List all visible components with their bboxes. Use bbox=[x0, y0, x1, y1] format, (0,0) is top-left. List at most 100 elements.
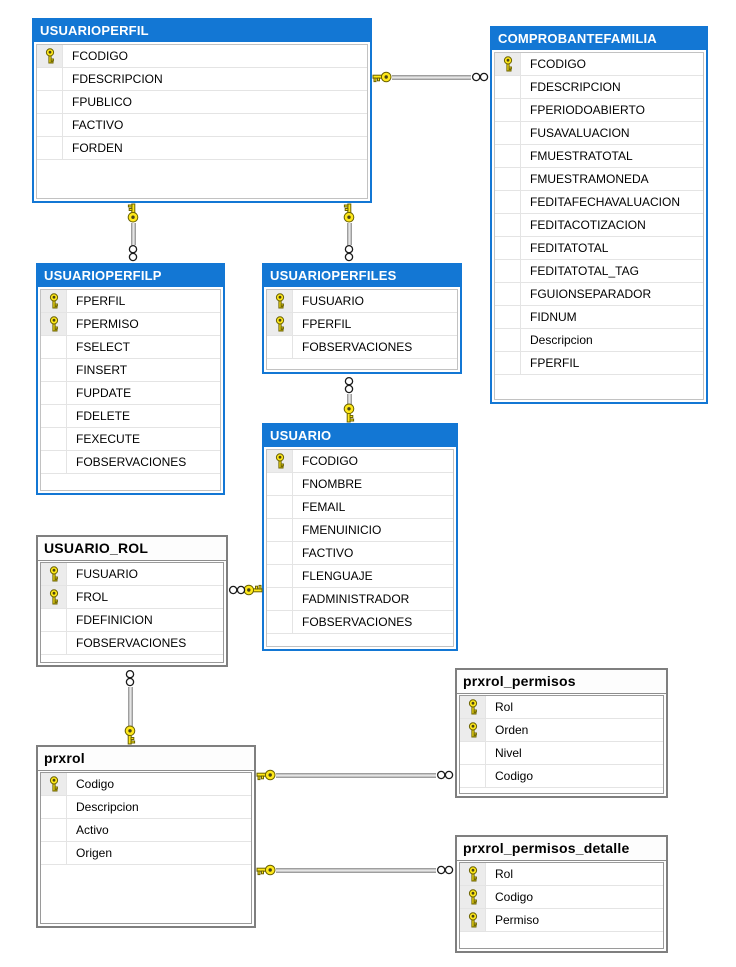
field-row[interactable]: FUSUARIO bbox=[41, 563, 223, 586]
table-title[interactable]: USUARIO bbox=[264, 425, 456, 447]
key-icon bbox=[267, 313, 293, 335]
key-icon bbox=[372, 70, 392, 84]
relationship-line[interactable] bbox=[276, 868, 436, 873]
field-row[interactable]: FMUESTRAMONEDA bbox=[495, 168, 703, 191]
field-row[interactable]: FLENGUAJE bbox=[267, 565, 453, 588]
field-name: Codigo bbox=[495, 890, 534, 904]
relationship-line[interactable] bbox=[131, 223, 136, 245]
field-row[interactable]: Codigo bbox=[41, 773, 251, 796]
field-name: FUSAVALUACION bbox=[530, 126, 630, 140]
field-row[interactable]: Descripcion bbox=[41, 796, 251, 819]
field-name: FUPDATE bbox=[76, 386, 132, 400]
field-row[interactable]: Nivel bbox=[460, 742, 663, 765]
field-row[interactable]: FCODIGO bbox=[267, 450, 453, 473]
field-row[interactable]: Codigo bbox=[460, 886, 663, 909]
field-name: FROL bbox=[76, 590, 109, 604]
infinity-icon bbox=[344, 244, 354, 263]
field-row[interactable]: Origen bbox=[41, 842, 251, 865]
field-row[interactable]: FPERFIL bbox=[41, 290, 220, 313]
field-row[interactable]: FPERIODOABIERTO bbox=[495, 99, 703, 122]
field-row[interactable]: FEDITATOTAL_TAG bbox=[495, 260, 703, 283]
table-title[interactable]: prxrol_permisos bbox=[457, 670, 666, 694]
key-cell-empty bbox=[41, 382, 67, 404]
key-icon bbox=[41, 563, 67, 585]
field-row[interactable]: FDELETE bbox=[41, 405, 220, 428]
field-row[interactable]: FUSAVALUACION bbox=[495, 122, 703, 145]
field-row[interactable]: FNOMBRE bbox=[267, 473, 453, 496]
field-row[interactable]: FOBSERVACIONES bbox=[41, 632, 223, 655]
field-name: Orden bbox=[495, 723, 529, 737]
table-title[interactable]: prxrol_permisos_detalle bbox=[457, 837, 666, 861]
table-title[interactable]: prxrol bbox=[38, 747, 254, 771]
table-title[interactable]: USUARIOPERFILES bbox=[264, 265, 460, 287]
field-row[interactable]: FEMAIL bbox=[267, 496, 453, 519]
field-name: FACTIVO bbox=[72, 118, 124, 132]
field-row[interactable]: FDESCRIPCION bbox=[495, 76, 703, 99]
field-row[interactable]: FORDEN bbox=[37, 137, 367, 160]
key-icon bbox=[460, 719, 486, 741]
field-row[interactable]: FADMINISTRADOR bbox=[267, 588, 453, 611]
field-row[interactable]: FOBSERVACIONES bbox=[41, 451, 220, 474]
key-icon bbox=[342, 203, 356, 223]
relationship-line[interactable] bbox=[276, 773, 436, 778]
field-row[interactable]: FDEFINICION bbox=[41, 609, 223, 632]
table-title[interactable]: USUARIOPERFIL bbox=[34, 20, 370, 42]
field-row[interactable]: FDESCRIPCION bbox=[37, 68, 367, 91]
field-row[interactable]: FIDNUM bbox=[495, 306, 703, 329]
table-title[interactable]: USUARIOPERFILP bbox=[38, 265, 223, 287]
field-row[interactable]: FEDITATOTAL bbox=[495, 237, 703, 260]
field-row[interactable]: Permiso bbox=[460, 909, 663, 932]
table-title[interactable]: USUARIO_ROL bbox=[38, 537, 226, 561]
field-row[interactable]: FCODIGO bbox=[37, 45, 367, 68]
infinity-icon bbox=[128, 244, 138, 263]
field-row[interactable]: FPERFIL bbox=[495, 352, 703, 375]
field-row[interactable]: FPUBLICO bbox=[37, 91, 367, 114]
field-row[interactable]: Descripcion bbox=[495, 329, 703, 352]
key-cell-empty bbox=[41, 819, 67, 841]
field-row[interactable]: FROL bbox=[41, 586, 223, 609]
field-row[interactable]: FMENUINICIO bbox=[267, 519, 453, 542]
field-row[interactable]: FOBSERVACIONES bbox=[267, 336, 457, 359]
field-row[interactable]: FSELECT bbox=[41, 336, 220, 359]
field-row[interactable]: FUPDATE bbox=[41, 382, 220, 405]
key-cell-empty bbox=[41, 336, 67, 358]
field-row[interactable]: FACTIVO bbox=[267, 542, 453, 565]
field-row[interactable]: FCODIGO bbox=[495, 53, 703, 76]
field-row[interactable]: FACTIVO bbox=[37, 114, 367, 137]
field-row[interactable]: FUSUARIO bbox=[267, 290, 457, 313]
field-row[interactable]: Rol bbox=[460, 696, 663, 719]
infinity-icon bbox=[436, 865, 455, 875]
field-row[interactable]: Rol bbox=[460, 863, 663, 886]
field-row[interactable]: FMUESTRATOTAL bbox=[495, 145, 703, 168]
field-row[interactable]: FOBSERVACIONES bbox=[267, 611, 453, 634]
field-row[interactable]: Activo bbox=[41, 819, 251, 842]
field-name: FCODIGO bbox=[530, 57, 586, 71]
field-row[interactable]: FEDITACOTIZACION bbox=[495, 214, 703, 237]
field-row[interactable]: Orden bbox=[460, 719, 663, 742]
field-row[interactable]: FINSERT bbox=[41, 359, 220, 382]
relationship-line[interactable] bbox=[347, 223, 352, 245]
field-row[interactable]: FPERFIL bbox=[267, 313, 457, 336]
field-row[interactable]: FEXECUTE bbox=[41, 428, 220, 451]
field-row[interactable]: Codigo bbox=[460, 765, 663, 788]
field-row[interactable]: FGUIONSEPARADOR bbox=[495, 283, 703, 306]
relationship-line[interactable] bbox=[128, 687, 133, 726]
field-row[interactable]: FPERMISO bbox=[41, 313, 220, 336]
field-row[interactable]: FEDITAFECHAVALUACION bbox=[495, 191, 703, 214]
table-title[interactable]: COMPROBANTEFAMILIA bbox=[492, 28, 706, 50]
relationship-line[interactable] bbox=[347, 394, 352, 405]
key-cell-empty bbox=[495, 145, 521, 167]
field-name: FEDITATOTAL bbox=[530, 241, 609, 255]
relationship-line[interactable] bbox=[392, 75, 471, 80]
